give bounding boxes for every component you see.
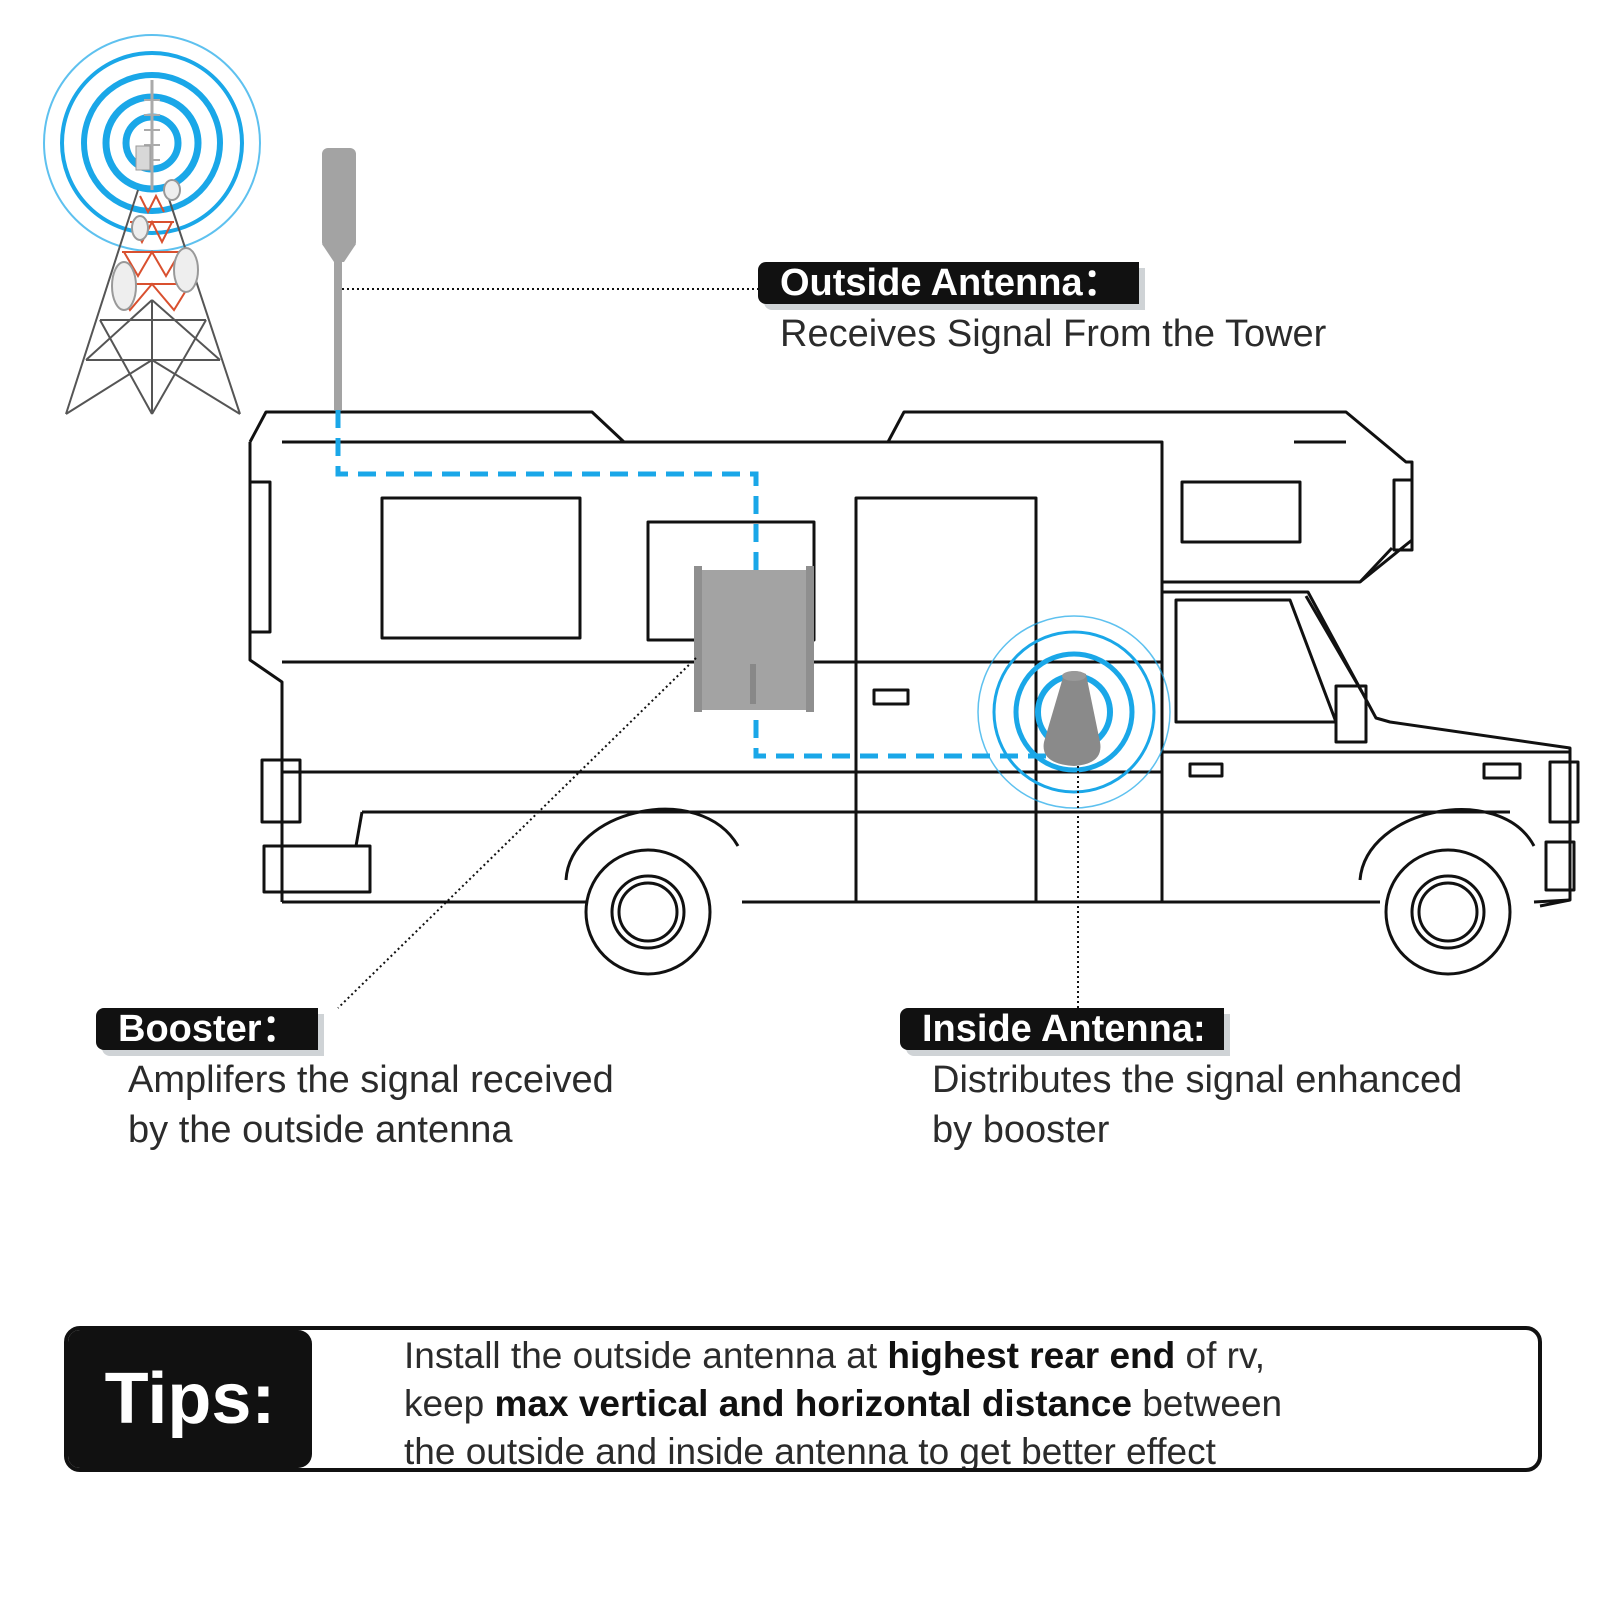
booster-description-line2: by the outside antenna	[128, 1109, 513, 1151]
inside-antenna-title: Inside Antenna:	[900, 1008, 1224, 1050]
booster-icon	[694, 566, 814, 712]
outside-antenna-description: Receives Signal From the Tower	[780, 313, 1327, 355]
inside-antenna-icon	[977, 615, 1171, 809]
signal-cable	[335, 410, 1064, 759]
booster-description-line1: Amplifers the signal received	[128, 1059, 614, 1101]
booster-description: Amplifers the signal received by the out…	[128, 1055, 614, 1155]
outside-antenna-title: Outside Antenna：	[758, 262, 1139, 304]
tips-line-2-b: between	[1131, 1383, 1283, 1424]
booster-leader	[337, 657, 697, 1009]
inside-antenna-description-line1: Distributes the signal enhanced	[932, 1059, 1463, 1101]
tips-line-2-a: keep	[404, 1383, 495, 1424]
tips-line-2-bold: max vertical and horizontal distance	[494, 1383, 1132, 1424]
tips-line-1-b: of rv,	[1175, 1335, 1266, 1376]
outside-antenna-icon	[322, 148, 356, 410]
tips-text: Install the outside antenna at highest r…	[404, 1332, 1282, 1472]
tips-line-1: Install the outside antenna at highest r…	[404, 1332, 1282, 1380]
tips-box: Tips: Install the outside antenna at hig…	[64, 1326, 1542, 1472]
tips-line-2: keep max vertical and horizontal distanc…	[404, 1380, 1282, 1428]
inside-antenna-description: Distributes the signal enhanced by boost…	[932, 1055, 1462, 1155]
tips-line-1-a: Install the outside antenna at	[404, 1335, 888, 1376]
tips-line-3: the outside and inside antenna to get be…	[404, 1431, 1216, 1472]
tips-label: Tips:	[68, 1330, 312, 1468]
cell-tower-icon	[43, 34, 261, 415]
booster-title: Booster：	[96, 1008, 318, 1050]
tips-line-1-bold: highest rear end	[887, 1335, 1176, 1376]
rv-camper-icon	[248, 410, 1580, 976]
inside-antenna-description-line2: by booster	[932, 1109, 1110, 1151]
